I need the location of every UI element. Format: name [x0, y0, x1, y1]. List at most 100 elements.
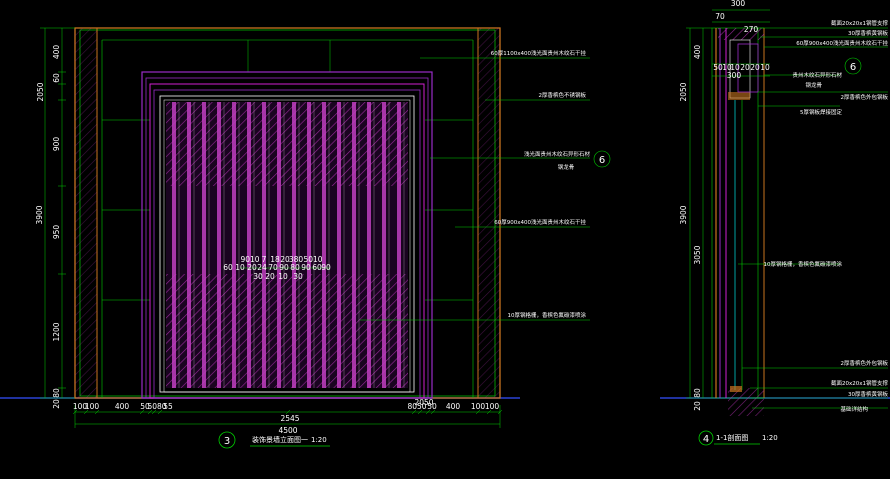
dim-tick [497, 409, 503, 415]
dim-bottom-0: 100 [73, 402, 88, 411]
section-leaders [738, 27, 888, 409]
section-dimension-lines [686, 9, 770, 399]
sec-title-number: 4 [703, 434, 709, 445]
dim-tick [417, 409, 423, 415]
grille-bar [397, 102, 401, 388]
grille-bar [382, 102, 386, 388]
title-bubble [218, 431, 236, 449]
elevation-title-scale: 1:20 [311, 436, 327, 444]
section-title-scale: 1:20 [762, 434, 778, 442]
grille-dim-b-6: 80 [290, 263, 300, 272]
grille-bar [262, 102, 266, 388]
sec-top-300: 300 [731, 0, 746, 8]
grille-dim-b-4: 70 [268, 263, 278, 272]
grille-dim-c-2: 10 [278, 272, 288, 281]
sec-callout-bubble-6: 6 [850, 62, 856, 73]
callout-shaped-stone: 浅光面贵州木纹石异形石材 [524, 150, 591, 158]
section-title: 1-1剖面图 [716, 433, 748, 442]
grille-dim-b-5: 90 [279, 263, 289, 272]
sec-callout-8: 2厚香槟色外包钢板 [841, 359, 889, 367]
sec-top-270: 270 [744, 25, 759, 34]
sec-callout-11: 基础详结构 [840, 405, 868, 413]
sec-dim-3050: 3050 [693, 245, 702, 264]
grille-dim-b-3: 24 [257, 263, 267, 272]
grille-bar [217, 102, 221, 388]
grille-dim-a-3: 20 [280, 255, 290, 264]
dim-tick [285, 409, 291, 415]
sec-callout-9: 截面20x20x1钢管支撑 [831, 379, 889, 387]
dim-tick [94, 409, 100, 415]
callout-steel-grille: 10厚钢格栅，香槟色氟碳漆喷涂 [508, 311, 587, 319]
sec-top-300b: 300 [727, 71, 742, 80]
callout-stone-cladding-top: 60厚1100x400浅光面贵州木纹石干挂 [491, 49, 587, 57]
grille-dim-b-8: 60 [312, 263, 322, 272]
leader-lines [360, 57, 611, 321]
dim-bottom-11: 100 [471, 402, 486, 411]
grille-dim-b-1: 10 [235, 263, 245, 272]
sec-callout-0: 截面20x20x1钢管支撑 [831, 19, 889, 27]
sec-top-row2-5: 10 [760, 63, 770, 72]
dim-20: 20 [52, 399, 61, 409]
sec-top-row2-4: 20 [750, 63, 760, 72]
grille-bar [367, 102, 371, 388]
dim-bottom-8: 8050 [407, 402, 426, 411]
dim-900: 900 [52, 137, 61, 152]
dim-bottom-1: 100 [85, 402, 100, 411]
grille-bar [187, 102, 191, 388]
sec-dim-2050: 2050 [679, 82, 688, 101]
elevation-title: 装饰景墙立面图一 [252, 435, 308, 444]
dim-1200: 1200 [52, 322, 61, 341]
sec-top-row2-2: 10 [730, 63, 740, 72]
callout-stone-cladding: 60厚900x400浅光面贵州木纹石干挂 [494, 218, 586, 226]
grille-dim-c-3: 30 [293, 272, 303, 281]
base-detail [728, 388, 764, 416]
sec-callout-1: 30厚香槟黄钢板 [848, 29, 888, 37]
sec-callout-4: 钢龙骨 [805, 81, 822, 89]
grille-bar [202, 102, 206, 388]
sec-dim-80: 80 [693, 388, 702, 398]
callout-steel-trim: 2厚香槟色不锈钢板 [539, 91, 587, 99]
dim-tick [151, 409, 157, 415]
sec-top-70: 70 [715, 12, 725, 21]
dim-2050: 2050 [36, 82, 45, 101]
dim-bottom-9: 50 [427, 402, 437, 411]
sec-callout-5: 2厚香槟色外包钢板 [841, 93, 889, 101]
top-cap [718, 28, 764, 40]
top-steel-plate [728, 92, 750, 100]
grille-dim-b-0: 60 [223, 263, 233, 272]
dim-tick [486, 409, 492, 415]
dimension-lines [40, 27, 501, 428]
sec-top-row2-3: 20 [740, 63, 750, 72]
sec-callout-7: 10厚钢格栅，香槟色氟碳漆喷涂 [764, 260, 843, 268]
title-number: 3 [224, 436, 230, 447]
grille-dim-b-9: 90 [321, 263, 331, 272]
dim-tick [147, 409, 153, 415]
grille-bar [307, 102, 311, 388]
dim-tick [139, 409, 145, 415]
sec-callout-6: 5厚钢板焊接固定 [800, 108, 842, 116]
grille-bar [277, 102, 281, 388]
dim-bottom-6: 2545 [280, 414, 299, 423]
dim-tick [430, 409, 436, 415]
sec-title-bubble [698, 430, 714, 446]
dim-total-width: 4500 [278, 426, 297, 435]
dim-bottom-10: 400 [446, 402, 461, 411]
sec-dim-20: 20 [693, 401, 702, 411]
dim-tick [157, 409, 163, 415]
dim-bottom-2: 400 [115, 402, 130, 411]
grille-dim-a-1: 7 [262, 255, 267, 264]
dim-950: 950 [52, 225, 61, 240]
dim-80: 80 [52, 388, 61, 398]
grille-bar [172, 102, 176, 388]
sec-dim-total: 3900 [679, 205, 688, 224]
left-pilaster [75, 28, 97, 398]
sec-dim-400: 400 [693, 45, 702, 60]
sec-top-row2-1: 10 [722, 63, 732, 72]
dim-tick [425, 409, 431, 415]
sec-callout-3: 贵州木纹石异形石材 [792, 71, 842, 79]
